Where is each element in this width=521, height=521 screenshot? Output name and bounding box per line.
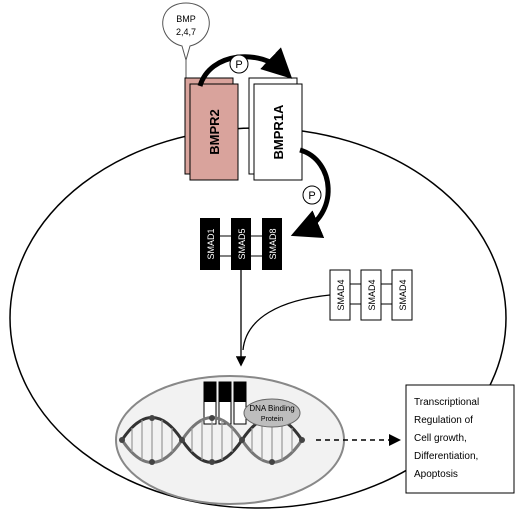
bmpr1a-label: BMPR1A bbox=[271, 104, 286, 160]
smad4-label-1: SMAD4 bbox=[336, 279, 346, 310]
co-smad-to-nucleus-arrow bbox=[242, 294, 331, 351]
smad5-label: SMAD5 bbox=[237, 228, 247, 259]
smad4-box-2 bbox=[360, 269, 382, 321]
outcome-line-1: Transcriptional bbox=[414, 397, 479, 408]
outcome-line-3: Cell growth, bbox=[414, 433, 467, 444]
r-smad-complex: SMAD1 SMAD5 SMAD8 bbox=[200, 218, 282, 270]
smad1-label: SMAD1 bbox=[206, 228, 216, 259]
bmpr1a-receptor: BMPR1A bbox=[248, 77, 303, 181]
smad8-box bbox=[262, 218, 282, 270]
outcome-line-5: Apoptosis bbox=[414, 469, 458, 480]
smad4-label-3: SMAD4 bbox=[398, 279, 408, 310]
smad4-label-2: SMAD4 bbox=[367, 279, 377, 310]
bmpr2-label: BMPR2 bbox=[207, 109, 222, 155]
nuclear-smad-complex bbox=[203, 381, 247, 425]
bmp-ligand: BMP 2,4,7 bbox=[162, 2, 210, 86]
ligand-label-line2: 2,4,7 bbox=[176, 27, 196, 37]
bmpr2-receptor: BMPR2 bbox=[184, 77, 239, 181]
co-smad-complex: SMAD4 SMAD4 SMAD4 bbox=[329, 269, 413, 321]
smad5-box bbox=[231, 218, 251, 270]
dna-helix bbox=[119, 415, 305, 465]
dna-binding-protein-line1: DNA Binding bbox=[249, 404, 294, 413]
smad1-box bbox=[200, 218, 220, 270]
outcome-box: Transcriptional Regulation of Cell growt… bbox=[405, 384, 515, 494]
phospho-label-top: P bbox=[235, 59, 242, 71]
outcome-line-2: Regulation of bbox=[414, 415, 473, 426]
outcome-line-4: Differentiation, bbox=[414, 451, 478, 462]
phospho-circle-top: P bbox=[229, 54, 249, 74]
phospho-label-mid: P bbox=[308, 190, 315, 202]
dna-binding-protein: DNA Binding Protein bbox=[243, 398, 301, 428]
phospho-circle-mid: P bbox=[302, 185, 322, 205]
smad4-box-3 bbox=[391, 269, 413, 321]
smad-phosphorylation-arrow bbox=[290, 147, 331, 238]
dna-binding-protein-line2: Protein bbox=[261, 416, 283, 423]
smad8-label: SMAD8 bbox=[268, 228, 278, 259]
ligand-label-line1: BMP bbox=[176, 14, 196, 24]
